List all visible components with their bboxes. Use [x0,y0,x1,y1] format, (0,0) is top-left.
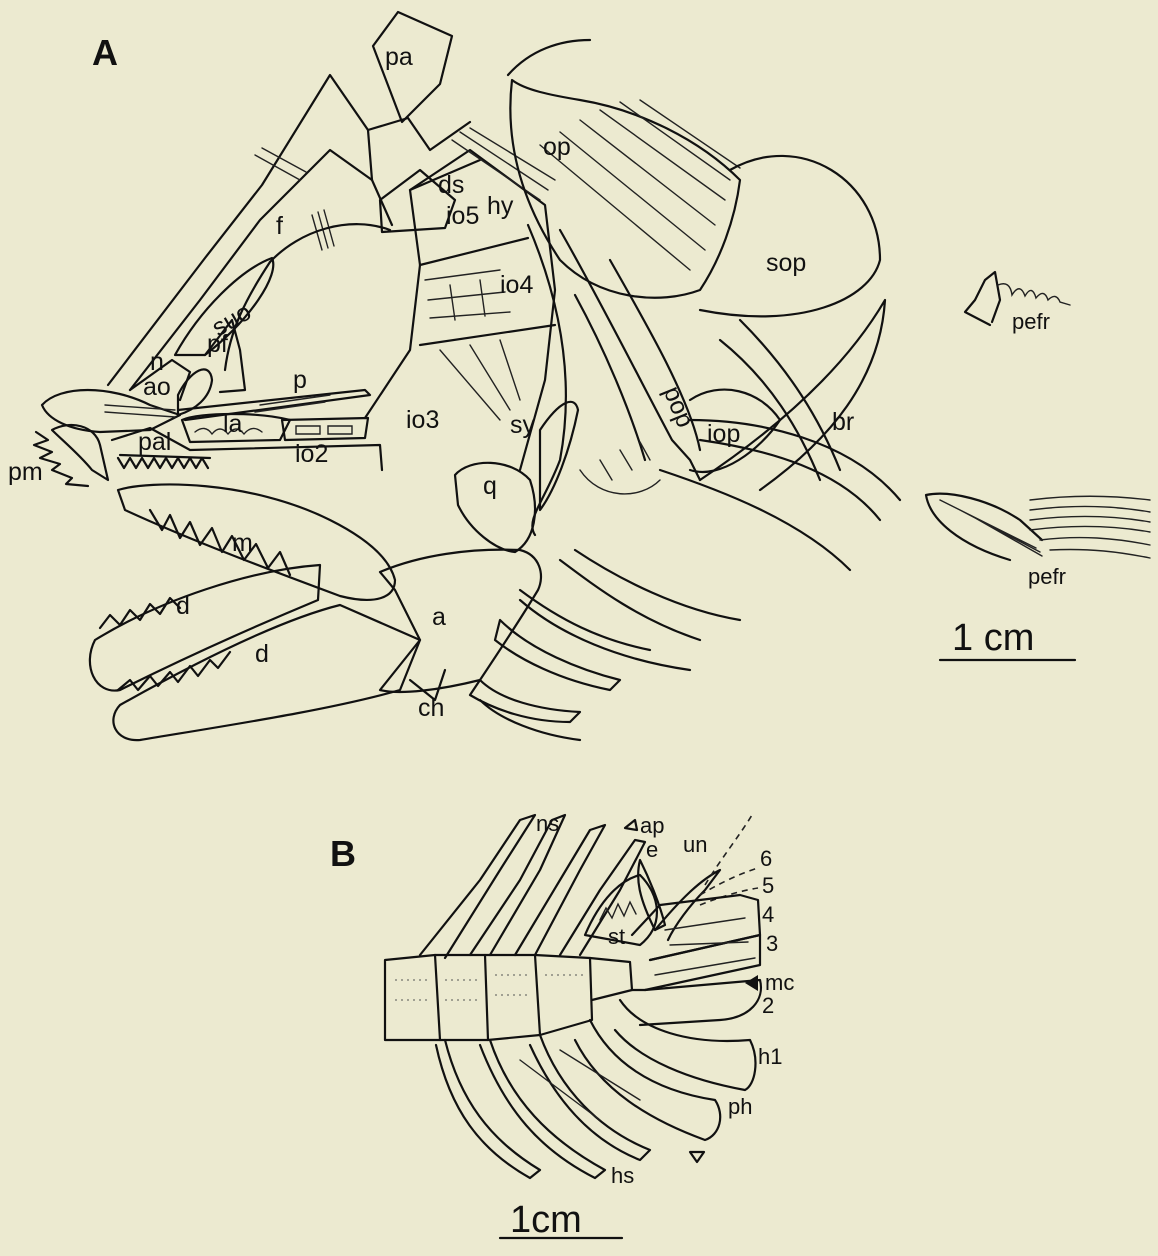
label-ao: ao [143,373,171,401]
label-ds: ds [438,171,464,199]
label-pm: pm [8,458,43,486]
label-q: q [483,472,497,500]
label-ap: ap [640,813,664,838]
caudal-skeleton-drawing [385,815,761,1238]
scale-label-a: 1 cm [952,617,1034,659]
label-pefr-top: pefr [1012,309,1050,334]
label-mc: mc [765,970,794,995]
label-pefr-bottom: pefr [1028,564,1066,589]
label-pal: pal [138,428,171,456]
label-d-lower: d [255,640,269,668]
label-pf: pf [207,330,228,358]
label-n: n [150,348,164,376]
label-io3: io3 [406,406,439,434]
label-hs: hs [611,1163,634,1188]
label-hy: hy [487,192,514,220]
label-4: 4 [762,902,774,927]
label-m: m [232,529,253,557]
label-2: 2 [762,993,774,1018]
label-iop: iop [707,420,740,448]
label-d-upper: d [176,592,190,620]
label-br: br [832,408,854,436]
label-ch: ch [418,694,444,722]
label-f: f [276,212,283,240]
label-la: la [223,410,243,438]
label-h1: h1 [758,1044,782,1069]
label-ns: ns [536,811,559,836]
label-e: e [646,837,658,862]
label-6: 6 [760,846,772,871]
label-ph: ph [728,1094,752,1119]
panel-label-a: A [92,32,118,73]
label-a: a [432,603,446,631]
label-io5: io5 [446,202,479,230]
label-p: p [293,366,307,394]
label-pa: pa [385,43,413,71]
panel-label-b: B [330,833,356,874]
label-op: op [543,133,571,161]
label-sop: sop [766,249,806,277]
label-st: st [608,924,625,949]
label-un: un [683,832,707,857]
label-3: 3 [766,931,778,956]
label-io2: io2 [295,440,328,468]
label-5: 5 [762,873,774,898]
label-sy: sy [510,411,536,439]
scale-label-b: 1cm [510,1199,582,1241]
label-io4: io4 [500,271,533,299]
